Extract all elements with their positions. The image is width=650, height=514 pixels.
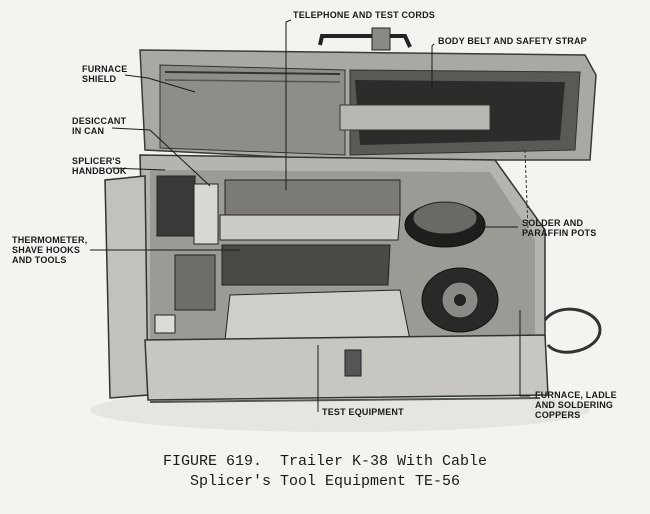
label-solder-pots: SOLDER AND PARAFFIN POTS [522,218,597,238]
label-body-belt: BODY BELT AND SAFETY STRAP [438,36,587,46]
caption-line-2: Splicer's Tool Equipment TE-56 [189,473,461,490]
label-thermometer: THERMOMETER, SHAVE HOOKS AND TOOLS [12,235,88,265]
label-splicers-handbook: SPLICER'S HANDBOOK [72,156,127,176]
label-desiccant: DESICCANT IN CAN [72,116,127,136]
caption-line-1: FIGURE 619. Trailer K-38 With Cable [162,453,488,470]
label-test-equipment: TEST EQUIPMENT [322,407,404,417]
label-furnace-shield: FURNACE SHIELD [82,64,128,84]
label-telephone-cords: TELEPHONE AND TEST CORDS [293,10,435,20]
label-furnace-ladle: FURNACE, LADLE AND SOLDERING COPPERS [535,390,617,420]
figure-caption: FIGURE 619. Trailer K-38 With Cable Spli… [0,452,650,492]
